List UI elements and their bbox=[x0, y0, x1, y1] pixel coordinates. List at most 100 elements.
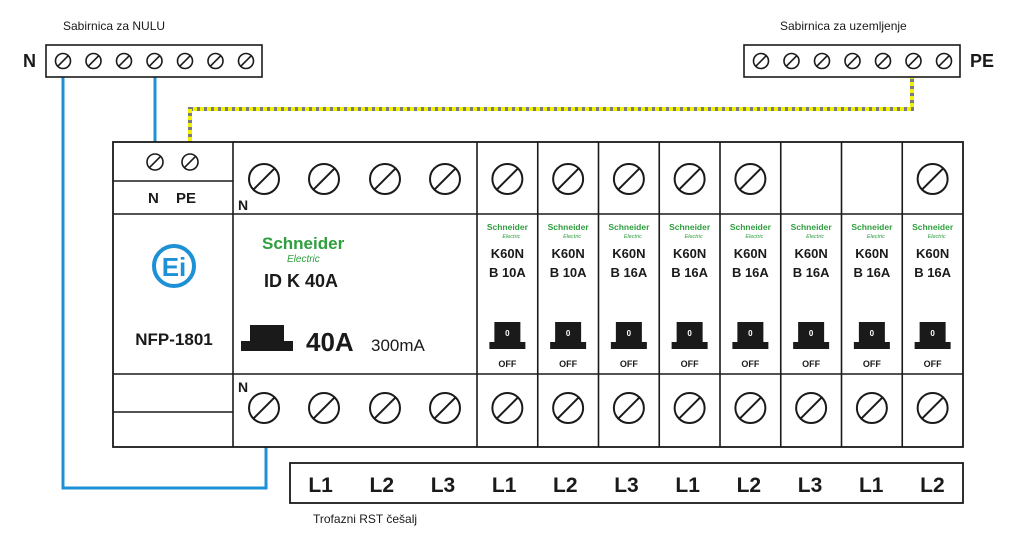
breaker-bottom-screw-icon bbox=[855, 392, 888, 424]
rcd-bottom-screw-icon bbox=[369, 392, 401, 424]
phase-label: L2 bbox=[737, 474, 762, 497]
breaker-bottom-screw-icon bbox=[552, 392, 585, 424]
rcd-top-screw-icon bbox=[248, 163, 280, 195]
rcd-top-screw-icon bbox=[369, 163, 401, 195]
earth-bar-screw-icon bbox=[752, 52, 770, 70]
breaker-top-screw-icon bbox=[734, 163, 767, 195]
breaker-state-label: OFF bbox=[559, 359, 577, 369]
ei-logo-icon: Ei bbox=[152, 244, 196, 288]
breaker-model-label: K60N bbox=[673, 246, 706, 261]
rcd-bottom-screw-icon bbox=[429, 392, 461, 424]
breaker-toggle-label: 0 bbox=[627, 329, 632, 338]
phase-busbar-caption: Trofazni RST češalj bbox=[313, 512, 417, 526]
breaker-brand-schneider: Schneider bbox=[851, 222, 893, 232]
breaker-brand-electric: Electric bbox=[685, 234, 703, 240]
earth-bar-screw-icon bbox=[844, 52, 861, 70]
phase-label: L1 bbox=[675, 474, 700, 497]
phase-label: L3 bbox=[431, 474, 456, 497]
breaker-state-label: OFF bbox=[741, 359, 759, 369]
neutral-bar-screw-icon bbox=[115, 52, 133, 70]
rcd-n-bottom-label: N bbox=[238, 379, 248, 395]
breaker-bottom-screw-icon bbox=[734, 392, 767, 424]
neutral-bar-screw-icon bbox=[176, 52, 194, 70]
breaker-brand-electric: Electric bbox=[745, 234, 763, 240]
neutral-bar-screw-icon bbox=[237, 52, 255, 70]
rcd-sensitivity-label: 300mA bbox=[371, 336, 426, 355]
phase-label: L3 bbox=[614, 474, 639, 497]
feed-n-screw-icon bbox=[146, 153, 164, 171]
neutral-bar-letter: N bbox=[23, 51, 36, 71]
breaker-brand-electric: Electric bbox=[563, 234, 581, 240]
breaker-brand-electric: Electric bbox=[624, 234, 642, 240]
phase-label: L2 bbox=[553, 474, 578, 497]
neutral-bar-screw-icon bbox=[54, 52, 72, 70]
earth-bar-screw-icon bbox=[813, 52, 831, 70]
phase-label: L2 bbox=[370, 474, 395, 497]
phase-label: L1 bbox=[859, 474, 884, 497]
breaker-rating-label: B 16A bbox=[610, 265, 647, 280]
breaker-rating-label: B 16A bbox=[732, 265, 769, 280]
breaker-state-label: OFF bbox=[802, 359, 820, 369]
earth-bar-screw-icon bbox=[874, 52, 892, 70]
phase-label: L3 bbox=[798, 474, 823, 497]
neutral-wire-rcd bbox=[61, 61, 268, 490]
phase-label: L1 bbox=[492, 474, 517, 497]
breaker-rating-label: B 16A bbox=[793, 265, 830, 280]
rcd-top-screw-icon bbox=[308, 163, 340, 195]
neutral-bar-screw-icon bbox=[85, 52, 102, 70]
breaker-toggle-icon bbox=[914, 322, 951, 349]
neutral-bar-label: Sabirnica za NULU bbox=[63, 19, 165, 33]
breaker-state-label: OFF bbox=[620, 359, 638, 369]
breaker-bottom-screw-icon bbox=[916, 392, 949, 424]
breaker-toggle-icon bbox=[671, 322, 708, 349]
rcd-brand-electric: Electric bbox=[287, 254, 320, 265]
phase-label: L2 bbox=[920, 474, 945, 497]
rcd-toggle-icon bbox=[241, 325, 293, 351]
breaker-model-label: K60N bbox=[916, 246, 949, 261]
ei-logo-text: Ei bbox=[162, 252, 187, 282]
rcd-top-screw-icon bbox=[429, 163, 461, 195]
rcd-brand-schneider: Schneider bbox=[262, 234, 345, 253]
breaker-rating-label: B 16A bbox=[853, 265, 890, 280]
breaker-brand-electric: Electric bbox=[502, 234, 520, 240]
breaker-top-screw-icon bbox=[552, 163, 585, 195]
breaker-top-screw-icon bbox=[612, 163, 645, 195]
phase-label: L1 bbox=[308, 474, 333, 497]
breaker-state-label: OFF bbox=[498, 359, 516, 369]
breaker-model-label: K60N bbox=[855, 246, 888, 261]
breaker-state-label: OFF bbox=[924, 359, 942, 369]
breaker-brand-schneider: Schneider bbox=[730, 222, 772, 232]
earth-bar-label: Sabirnica za uzemljenje bbox=[780, 19, 907, 33]
breaker-brand-schneider: Schneider bbox=[548, 222, 590, 232]
feed-n-label: N bbox=[148, 190, 159, 207]
breaker-rating-label: B 16A bbox=[671, 265, 708, 280]
breaker-bottom-screw-icon bbox=[795, 392, 828, 424]
breaker-toggle-label: 0 bbox=[505, 329, 510, 338]
breaker-top-screw-icon bbox=[673, 163, 706, 195]
feed-pe-label: PE bbox=[176, 190, 196, 207]
wires bbox=[61, 61, 914, 490]
neutral-bar-screw-icon bbox=[207, 52, 224, 70]
breaker-brand-electric: Electric bbox=[928, 234, 946, 240]
breaker-bottom-screw-icon bbox=[673, 392, 706, 424]
breaker-brand-schneider: Schneider bbox=[669, 222, 711, 232]
breaker-toggle-icon bbox=[853, 322, 890, 349]
feed-pe-screw-icon bbox=[181, 153, 199, 171]
breaker-toggle-icon bbox=[732, 322, 769, 349]
breaker-state-label: OFF bbox=[681, 359, 699, 369]
breaker-rating-label: B 16A bbox=[914, 265, 951, 280]
neutral-bar-screw-icon bbox=[146, 52, 163, 70]
feed-model-label: NFP-1801 bbox=[135, 330, 212, 349]
breaker-toggle-label: 0 bbox=[566, 329, 571, 338]
earth-bar-screw-icon bbox=[905, 52, 922, 70]
